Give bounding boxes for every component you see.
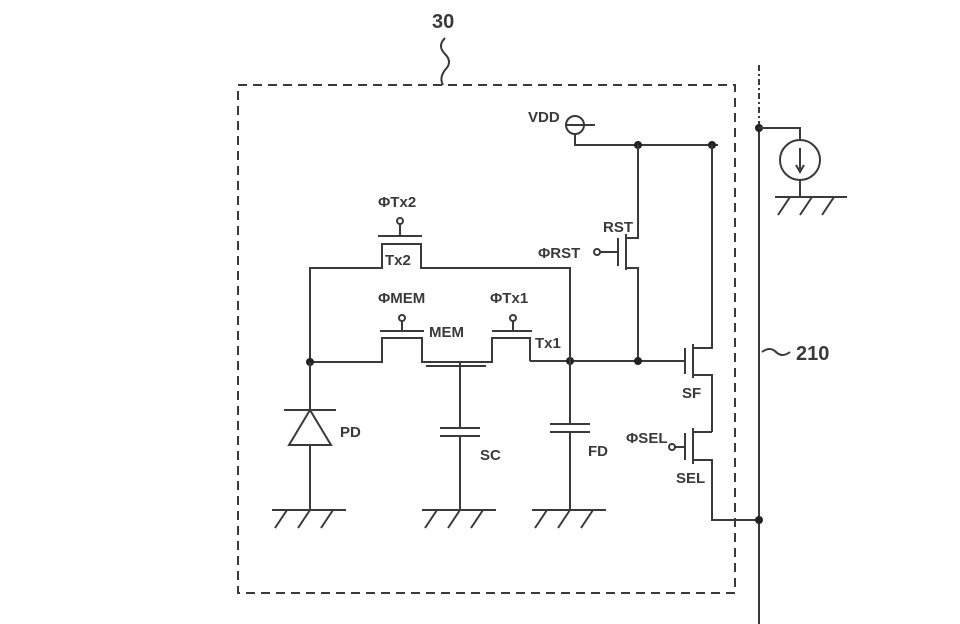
sel-label: SEL: [676, 470, 705, 487]
ground-icon: [272, 509, 346, 529]
sc-capacitor-icon: [440, 362, 480, 510]
column-label-leader: [761, 348, 791, 356]
photodiode-icon: [284, 362, 336, 510]
vdd-wire: [565, 124, 718, 146]
mem-tx1-channel: [310, 337, 531, 367]
pixel-boundary: [237, 84, 736, 594]
pixel-label: 30: [432, 11, 454, 33]
fd-label: FD: [588, 443, 608, 460]
tx2-label: Tx2: [385, 252, 411, 269]
phi-mem-label: ΦMEM: [378, 290, 425, 307]
ground-icon: [532, 509, 606, 529]
sf-transistor: [684, 145, 713, 432]
phi-rst-label: ΦRST: [538, 245, 580, 262]
current-source-wire: [759, 127, 801, 197]
current-arrow-icon: [795, 148, 805, 175]
current-source-icon: [779, 139, 821, 181]
mem-gate-terminal: [398, 314, 406, 322]
rst-gate-terminal: [593, 248, 601, 256]
node: [755, 516, 763, 524]
pd-label: PD: [340, 424, 361, 441]
tx2-transistor: [309, 224, 571, 362]
mem-gate: [380, 321, 424, 332]
node: [634, 357, 642, 365]
tx1-gate: [492, 321, 532, 332]
sc-label: SC: [480, 447, 501, 464]
tx1-label: Tx1: [535, 335, 561, 352]
rst-transistor: [600, 145, 639, 360]
sel-transistor: [675, 428, 759, 521]
column-line-label: 210: [796, 343, 829, 365]
tx1-gate-terminal: [509, 314, 517, 322]
phi-sel-label: ΦSEL: [626, 430, 667, 447]
mem-label: MEM: [429, 324, 464, 341]
phi-tx1-label: ΦTx1: [490, 290, 528, 307]
vdd-label: VDD: [528, 109, 560, 126]
sel-gate-terminal: [668, 443, 676, 451]
phi-tx2-label: ΦTx2: [378, 194, 416, 211]
fd-capacitor-icon: [550, 361, 590, 510]
pixel-label-leader: [440, 37, 450, 86]
ground-icon: [422, 509, 496, 529]
sf-label: SF: [682, 385, 701, 402]
tx2-gate-terminal: [396, 217, 404, 225]
ground-icon: [775, 196, 847, 216]
rst-label: RST: [603, 219, 633, 236]
